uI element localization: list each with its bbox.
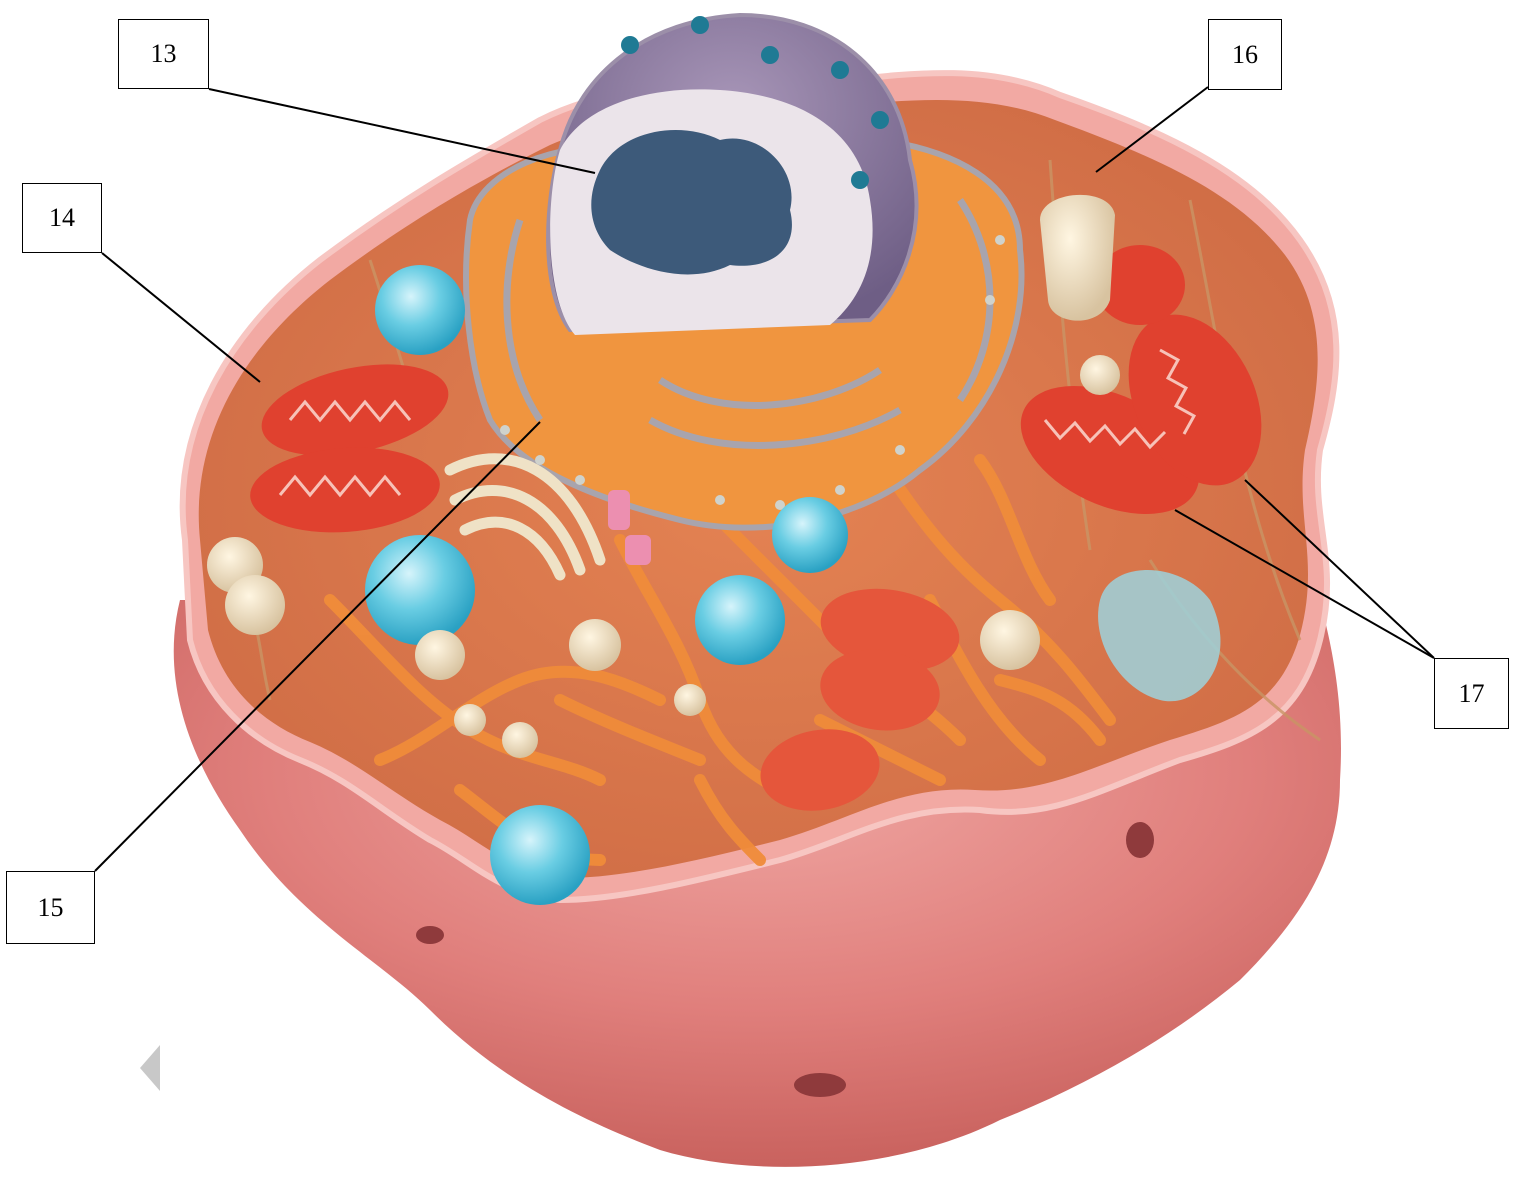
previous-arrow-icon[interactable] <box>140 1045 160 1091</box>
label-14: 14 <box>22 183 102 253</box>
label-17-text: 17 <box>1459 679 1485 709</box>
label-16: 16 <box>1208 19 1282 90</box>
chromatin <box>591 130 792 274</box>
label-14-text: 14 <box>49 203 75 233</box>
label-13-text: 13 <box>151 39 177 69</box>
label-15: 15 <box>6 871 95 944</box>
label-13: 13 <box>118 19 209 89</box>
label-17: 17 <box>1434 658 1509 729</box>
label-16-text: 16 <box>1232 40 1258 70</box>
label-15-text: 15 <box>38 893 64 923</box>
